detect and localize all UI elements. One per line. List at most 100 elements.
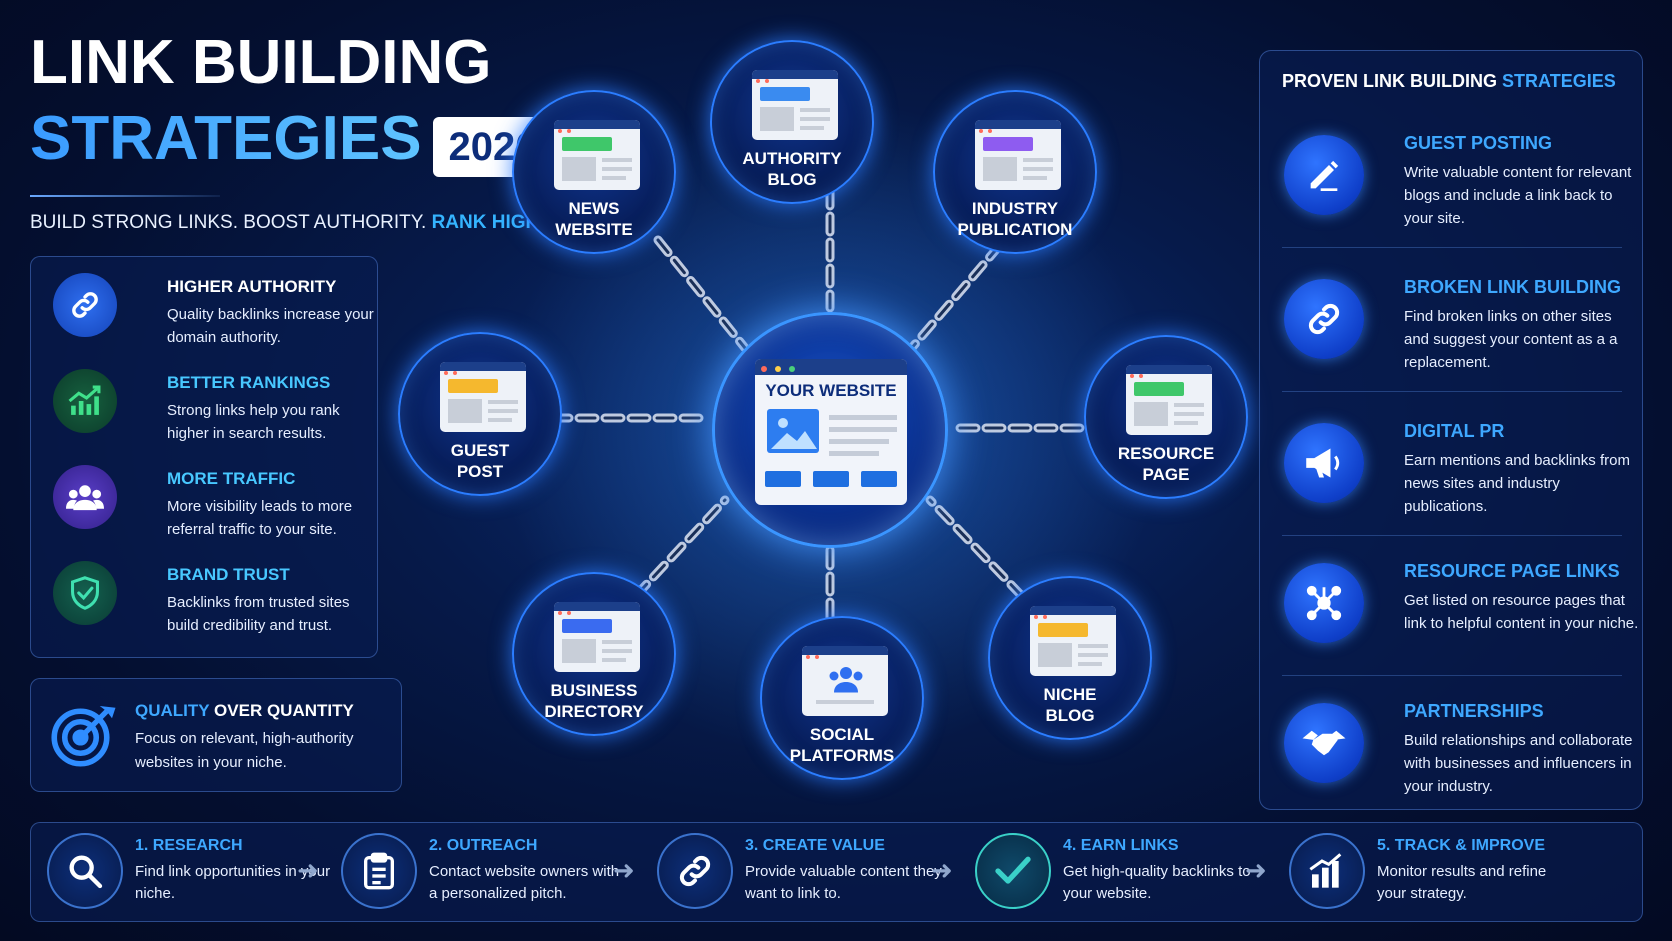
quality-panel: QUALITY OVER QUANTITY Focus on relevant,… [30, 678, 402, 792]
growth-chart-icon [53, 369, 117, 433]
quality-title-rest: OVER QUANTITY [214, 701, 354, 720]
arrow-right-icon: ➜ [931, 855, 953, 885]
title-line-2: STRATEGIES [30, 104, 422, 173]
strategies-panel: PROVEN LINK BUILDING STRATEGIES GUEST PO… [1259, 50, 1643, 810]
quality-desc: Focus on relevant, high-authority websit… [135, 730, 354, 771]
quality-title: QUALITY OVER QUANTITY [135, 701, 354, 721]
quality-title-highlight: QUALITY [135, 701, 210, 720]
strategy-desc: Find broken links on other sites and sug… [1404, 308, 1618, 371]
node-resource-page: RESOURCE PAGE [1084, 335, 1248, 499]
node-label: RESOURCE PAGE [1117, 444, 1215, 484]
center-label: YOUR WEBSITE [765, 381, 897, 400]
node-industry-publication: INDUSTRY PUBLICATION [933, 90, 1097, 254]
benefit-desc: More visibility leads to more referral t… [167, 498, 353, 538]
strategies-header-highlight: STRATEGIES [1502, 71, 1616, 91]
node-label: SOCIAL PLATFORMS [789, 725, 895, 765]
node-label: NEWS WEBSITE [555, 199, 633, 239]
step-title: 4. EARN LINKS [1063, 837, 1179, 854]
users-icon [826, 664, 866, 699]
process-step: 5. TRACK & IMPROVE Monitor results and r… [1289, 833, 1589, 913]
benefit-item: MORE TRAFFIC More visibility leads to mo… [53, 459, 373, 539]
target-icon [49, 699, 119, 769]
step-title: 3. CREATE VALUE [745, 837, 885, 854]
link-network-diagram: YOUR WEBSITE AUTHORITY BLOG NEWS WEBSITE… [398, 30, 1260, 810]
strategy-desc: Get listed on resource pages that link t… [1404, 592, 1639, 632]
strategy-desc: Write valuable content for relevant blog… [1404, 164, 1632, 227]
strategy-item: BROKEN LINK BUILDING Find broken links o… [1282, 259, 1626, 395]
step-desc: Monitor results and refine your strategy… [1377, 863, 1547, 902]
divider [1282, 247, 1622, 248]
strategy-item: RESOURCE PAGE LINKS Get listed on resour… [1282, 543, 1638, 679]
link-icon [53, 273, 117, 337]
process-bar: 1. RESEARCH Find link opportunities in y… [30, 822, 1643, 922]
pencil-icon [1284, 135, 1364, 215]
strategy-title: RESOURCE PAGE LINKS [1404, 561, 1620, 581]
website-mockup: YOUR WEBSITE [755, 359, 907, 505]
divider [1282, 391, 1622, 392]
node-social-platforms: SOCIAL PLATFORMS [760, 616, 924, 780]
handshake-icon [1284, 703, 1364, 783]
strategy-title: DIGITAL PR [1404, 421, 1505, 441]
strategy-title: GUEST POSTING [1404, 133, 1553, 153]
node-news-website: NEWS WEBSITE [512, 90, 676, 254]
checkmark-icon [975, 833, 1051, 909]
tagline-main: BUILD STRONG LINKS. BOOST AUTHORITY. [30, 212, 427, 233]
divider [1282, 535, 1622, 536]
node-label: BUSINESS DIRECTORY [544, 681, 644, 721]
process-step: 1. RESEARCH Find link opportunities in y… [47, 833, 330, 913]
arrow-right-icon: ➜ [1245, 855, 1267, 885]
network-icon [1284, 563, 1364, 643]
image-icon [767, 409, 819, 453]
node-label: NICHE BLOG [1043, 685, 1097, 725]
strategy-desc: Build relationships and collaborate with… [1404, 732, 1633, 795]
benefit-desc: Backlinks from trusted sites build credi… [167, 594, 350, 634]
strategy-item: PARTNERSHIPS Build relationships and col… [1282, 683, 1632, 819]
benefit-desc: Strong links help you rank higher in sea… [167, 402, 340, 442]
step-desc: Provide valuable content they want to li… [745, 863, 942, 902]
step-desc: Get high-quality backlinks to your websi… [1063, 863, 1251, 902]
step-title: 1. RESEARCH [135, 837, 243, 854]
step-title: 2. OUTREACH [429, 837, 538, 854]
step-desc: Find link opportunities in your niche. [135, 863, 331, 902]
divider [1282, 675, 1622, 676]
node-label: AUTHORITY BLOG [742, 149, 842, 189]
benefit-title: BETTER RANKINGS [167, 373, 331, 392]
strategy-title: BROKEN LINK BUILDING [1404, 277, 1621, 297]
process-step: 2. OUTREACH Contact website owners with … [341, 833, 641, 913]
shield-check-icon [53, 561, 117, 625]
step-title: 5. TRACK & IMPROVE [1377, 837, 1546, 854]
benefit-desc: Quality backlinks increase your domain a… [167, 306, 374, 346]
strategy-desc: Earn mentions and backlinks from news si… [1404, 452, 1630, 515]
strategy-item: DIGITAL PR Earn mentions and backlinks f… [1282, 403, 1630, 539]
benefit-title: BRAND TRUST [167, 565, 290, 584]
search-icon [47, 833, 123, 909]
benefit-item: BRAND TRUST Backlinks from trusted sites… [53, 555, 373, 635]
link-icon [657, 833, 733, 909]
node-guest-post: GUEST POST [398, 332, 562, 496]
your-website-hub: YOUR WEBSITE [712, 312, 948, 548]
arrow-right-icon: ➜ [613, 855, 635, 885]
megaphone-icon [1284, 423, 1364, 503]
node-label: INDUSTRY PUBLICATION [957, 199, 1073, 239]
benefit-item: HIGHER AUTHORITY Quality backlinks incre… [53, 267, 374, 347]
title-divider [30, 195, 220, 197]
node-authority-blog: AUTHORITY BLOG [710, 40, 874, 204]
title-line-1: LINK BUILDING [30, 28, 492, 97]
step-desc: Contact website owners with a personaliz… [429, 863, 620, 902]
bar-chart-icon [1289, 833, 1365, 909]
node-niche-blog: NICHE BLOG [988, 576, 1152, 740]
benefit-title: HIGHER AUTHORITY [167, 277, 337, 296]
process-step: 4. EARN LINKS Get high-quality backlinks… [975, 833, 1275, 913]
benefit-title: MORE TRAFFIC [167, 469, 296, 488]
benefits-panel: HIGHER AUTHORITY Quality backlinks incre… [30, 256, 378, 658]
benefit-item: BETTER RANKINGS Strong links help you ra… [53, 363, 373, 443]
strategy-item: GUEST POSTING Write valuable content for… [1282, 115, 1631, 251]
link-icon [1284, 279, 1364, 359]
arrow-right-icon: ➜ [297, 855, 319, 885]
users-icon [53, 465, 117, 529]
strategies-header: PROVEN LINK BUILDING STRATEGIES [1282, 71, 1616, 92]
clipboard-icon [341, 833, 417, 909]
node-business-directory: BUSINESS DIRECTORY [512, 572, 676, 736]
node-label: GUEST POST [450, 441, 510, 481]
strategy-title: PARTNERSHIPS [1404, 701, 1544, 721]
